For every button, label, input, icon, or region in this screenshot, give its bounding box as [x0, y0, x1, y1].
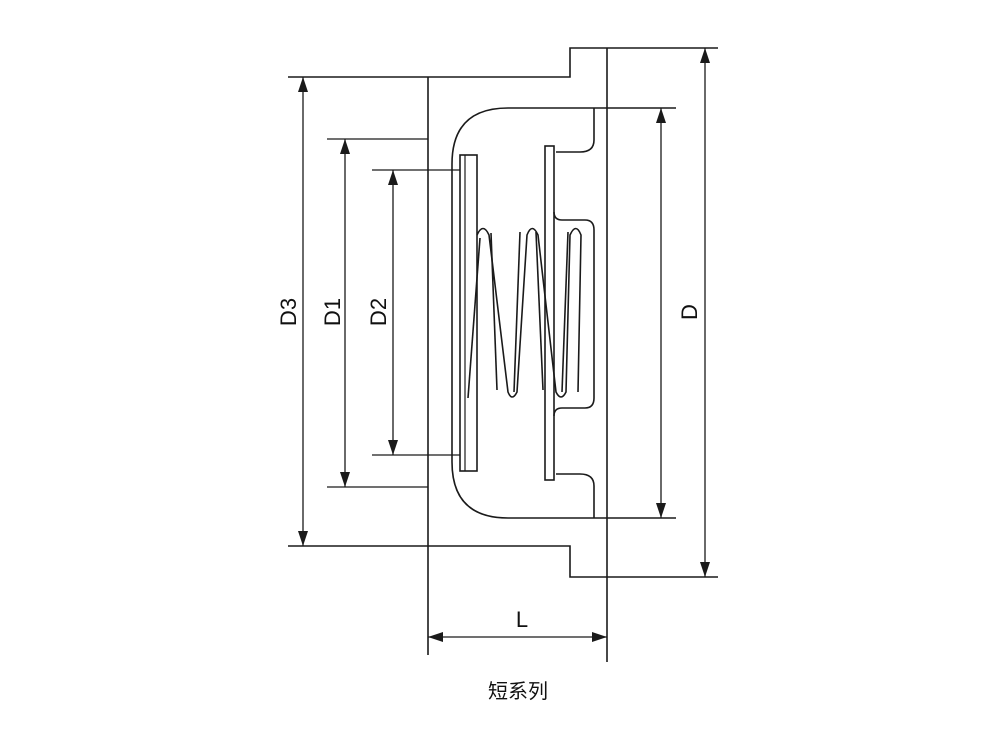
- dimension-d-outer: [700, 48, 710, 577]
- dimension-d1: [327, 138, 428, 488]
- dimension-d3: [298, 77, 308, 546]
- label-d: D: [677, 304, 702, 320]
- label-d3: D3: [276, 298, 301, 326]
- spring-retainer: [544, 145, 595, 481]
- seat-bore: [451, 107, 676, 519]
- valve-body-outline: [288, 47, 718, 662]
- label-d2: D2: [366, 298, 391, 326]
- label-l: L: [516, 607, 528, 632]
- dimension-l: [428, 632, 607, 642]
- dimension-d-inner: [656, 108, 666, 518]
- disc-plate: [459, 154, 478, 472]
- coil-spring: [467, 227, 582, 399]
- dimension-d2: [372, 169, 460, 456]
- caption: 短系列: [488, 679, 548, 703]
- label-d1: D1: [320, 298, 345, 326]
